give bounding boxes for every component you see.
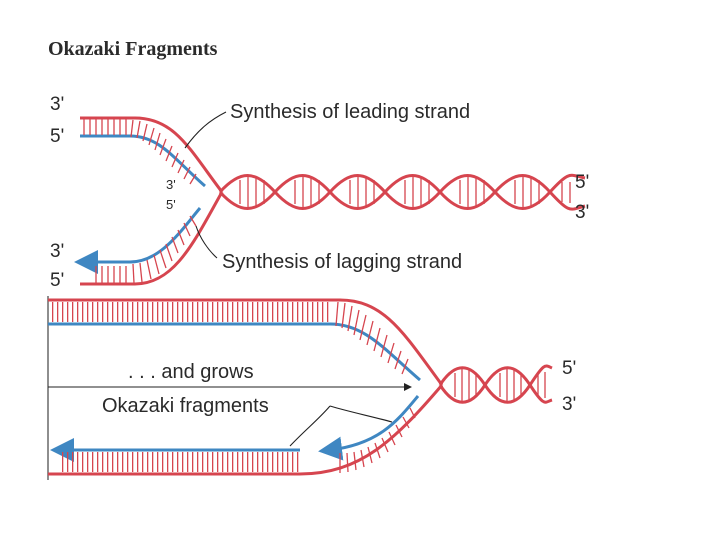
grows-label: . . . and grows — [128, 361, 254, 383]
bottom-upper-curve-rungs — [335, 301, 409, 375]
fork-inner-bottom-label: 5' — [166, 197, 176, 212]
bottom-lower-curve-rungs — [339, 407, 416, 473]
okazaki-fragment-new — [318, 395, 420, 461]
top-left-upper-end-label: 3' — [50, 94, 64, 115]
top-lower-rungs — [95, 215, 197, 284]
top-right-upper-label: 5' — [575, 172, 589, 193]
leading-pointer-line — [184, 111, 227, 149]
bottom-upper-parent-strand — [48, 298, 444, 386]
top-left-lower-end-label: 3' — [50, 241, 64, 262]
lagging-pointer-line — [195, 225, 218, 259]
bottom-lower-parent-strand — [48, 384, 444, 476]
top-upper-rungs — [83, 119, 197, 185]
top-right-lower-label: 3' — [575, 202, 589, 223]
okazaki-pointer-line-1 — [289, 405, 331, 447]
top-upper-parent-strand — [80, 116, 224, 193]
bottom-right-upper-label: 5' — [562, 358, 576, 379]
bottom-right-lower-label: 3' — [562, 394, 576, 415]
leading-strand-label: Synthesis of leading strand — [230, 101, 470, 123]
top-lower-parent-strand — [80, 191, 224, 286]
bottom-upper-rungs — [50, 302, 332, 322]
top-helix — [218, 173, 586, 211]
bottom-helix — [438, 364, 553, 404]
top-panel: Synthesis of leading strand Synthesis of… — [50, 94, 589, 291]
top-left-upper-inner-label: 5' — [50, 126, 64, 147]
lagging-strand — [74, 207, 202, 274]
okazaki-fragments-label: Okazaki fragments — [102, 395, 269, 417]
bottom-panel: . . . and grows Okazaki fragments 5' 3' — [47, 296, 576, 480]
bottom-leading-strand — [48, 322, 421, 382]
okazaki-pointer-line-2 — [329, 405, 393, 423]
lagging-strand-label: Synthesis of lagging strand — [222, 251, 462, 273]
bottom-lower-rungs — [62, 452, 302, 472]
top-left-lower-inner-label: 5' — [50, 270, 64, 291]
fork-inner-top-label: 3' — [166, 177, 176, 192]
page-title: Okazaki Fragments — [48, 38, 218, 60]
